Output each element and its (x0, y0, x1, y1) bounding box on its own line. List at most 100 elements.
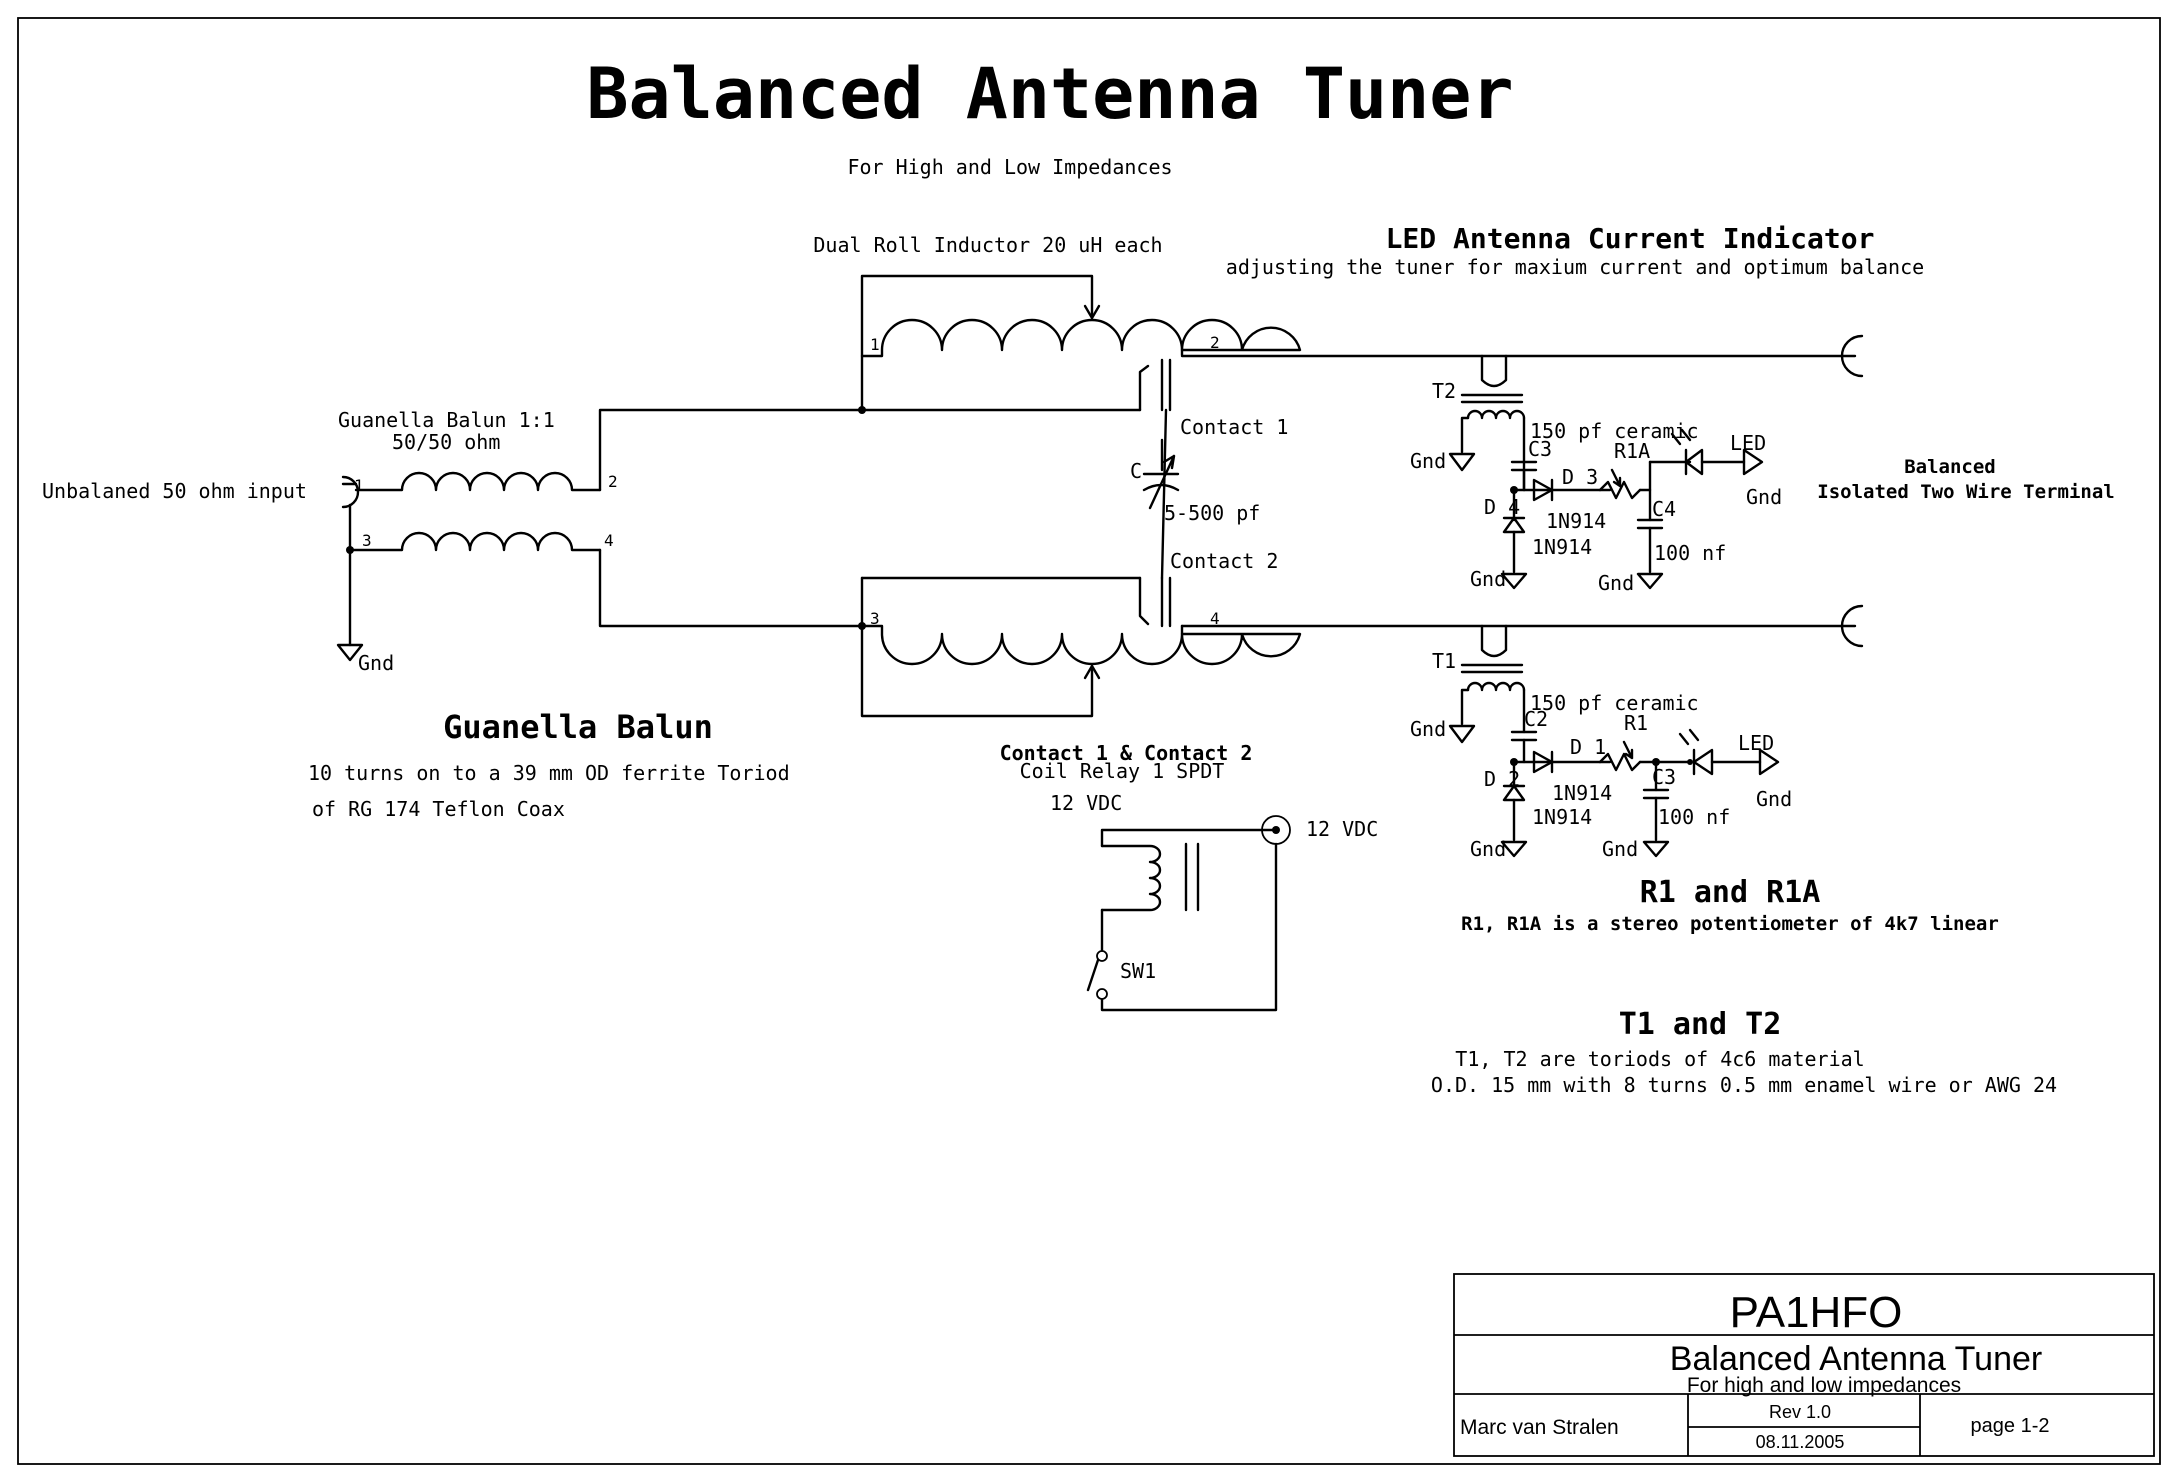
input-label: Unbalaned 50 ohm input (42, 479, 307, 503)
c4-label: C4 (1652, 497, 1676, 521)
c3-upper-cap-label: 150 pf ceramic (1530, 419, 1699, 443)
page-title: Balanced Antenna Tuner (586, 53, 1513, 135)
lower-led-label: LED (1738, 731, 1774, 755)
t1-primary-loop (1480, 624, 1508, 658)
d1-type: 1N914 (1552, 781, 1612, 805)
lower-roller-inductor (860, 624, 1302, 666)
t-notes-desc-2: O.D. 15 mm with 8 turns 0.5 mm enamel wi… (1431, 1073, 2057, 1097)
ground-symbol-c3-lower (1642, 840, 1670, 858)
d3-label: D 3 (1562, 465, 1598, 489)
ground-symbol-d2 (1500, 840, 1528, 858)
t2-primary-loop (1480, 354, 1508, 388)
balun-desc-1: 10 turns on to a 39 mm OD ferrite Toriod (308, 761, 790, 785)
t1-secondary (1466, 681, 1526, 692)
pin-label-4-inductor: 4 (1210, 609, 1220, 628)
output-terminal-bottom (1840, 604, 1864, 648)
d3-diode (1532, 478, 1554, 502)
lower-inductor-frame (860, 576, 1094, 718)
gnd-label-led-lower: Gnd (1756, 787, 1792, 811)
gnd-label-t2: Gnd (1410, 449, 1446, 473)
lower-wiper-arrow (1083, 664, 1101, 680)
terminal-label-1: Balanced (1904, 456, 1996, 478)
page-border (17, 17, 2161, 1465)
relay-title: Contact 1 & Contact 2 (1000, 741, 1253, 765)
upper-wiper-arrow (1083, 304, 1101, 320)
t-notes-desc-1: T1, T2 are toriods of 4c6 material (1455, 1047, 1864, 1071)
c2-label: C2 (1524, 707, 1548, 731)
r-notes-desc: R1, R1A is a stereo potentiometer of 4k7… (1461, 913, 1999, 935)
d1-label: D 1 (1570, 735, 1606, 759)
balun-desc-2: of RG 174 Teflon Coax (312, 797, 565, 821)
t1-label: T1 (1432, 649, 1456, 673)
t-notes-title: T1 and T2 (1619, 1007, 1782, 1042)
title-block-author: Marc van Stralen (1460, 1416, 1619, 1439)
r1-label: R1 (1624, 711, 1648, 735)
input-connector (341, 475, 360, 509)
title-block-subtitle: For high and low impedances (1687, 1374, 1961, 1397)
capacitor-variable-arrow (1148, 454, 1176, 510)
c3-lower-value: 100 nf (1658, 805, 1730, 829)
relay-vdc-right: 12 VDC (1306, 817, 1378, 841)
pin-label-3-balun: 3 (362, 531, 372, 550)
lower-led (1692, 748, 1714, 776)
c3-upper-label: C3 (1528, 437, 1552, 461)
inductor-label: Dual Roll Inductor 20 uH each (813, 233, 1162, 257)
c3-lower-label: C3 (1652, 765, 1676, 789)
capacitor-name: C (1130, 459, 1142, 483)
r1-potentiometer (1598, 752, 1642, 772)
balun-title: Guanella Balun (443, 708, 713, 746)
upper-inductor-frame (860, 274, 1094, 412)
t2-label: T2 (1432, 379, 1456, 403)
title-block (1453, 1273, 2155, 1457)
ground-symbol-d4 (1500, 572, 1528, 590)
sw1-switch (1086, 958, 1100, 992)
ground-symbol-led-lower (1758, 748, 1780, 776)
led-section-title: LED Antenna Current Indicator (1386, 222, 1875, 255)
contact-1-label: Contact 1 (1180, 415, 1288, 439)
gnd-label-d4: Gnd (1470, 567, 1506, 591)
c2-cap-label: 150 pf ceramic (1530, 691, 1699, 715)
d4-type: 1N914 (1532, 535, 1592, 559)
pin-label-1-inductor: 1 (870, 335, 880, 354)
balun-label-2: 50/50 ohm (392, 430, 500, 454)
ground-symbol-t2 (1448, 452, 1476, 472)
d3-type: 1N914 (1546, 509, 1606, 533)
ground-symbol-input (336, 643, 364, 662)
relay-subtitle: Coil Relay 1 SPDT (1020, 759, 1225, 783)
contact-2-label: Contact 2 (1170, 549, 1278, 573)
d1-diode (1532, 750, 1554, 774)
pin-label-3-inductor: 3 (870, 609, 880, 628)
pin-label-2-balun: 2 (608, 472, 618, 491)
title-block-date: 08.11.2005 (1756, 1432, 1845, 1452)
page-subtitle: For High and Low Impedances (847, 155, 1172, 179)
terminal-label-2: Isolated Two Wire Terminal (1817, 481, 2114, 503)
d2-type: 1N914 (1532, 805, 1592, 829)
c4-value: 100 nf (1654, 541, 1726, 565)
led-section-subtitle: adjusting the tuner for maxium current a… (1226, 255, 1924, 279)
pin-label-4-balun: 4 (604, 531, 614, 550)
sw1-label: SW1 (1120, 959, 1156, 983)
gnd-label-c3-lower: Gnd (1602, 837, 1638, 861)
ground-symbol-c4 (1636, 572, 1664, 590)
r-notes-title: R1 and R1A (1640, 875, 1821, 910)
balun-winding-top (354, 471, 602, 492)
d4-label: D 4 (1484, 495, 1520, 519)
balun-label-1: Guanella Balun 1:1 (338, 408, 555, 432)
gnd-label-input: Gnd (358, 651, 394, 675)
pin-label-2-inductor: 2 (1210, 333, 1220, 352)
upper-roller-inductor (860, 318, 1302, 358)
r1a-label: R1A (1614, 439, 1650, 463)
title-block-rev: Rev 1.0 (1769, 1402, 1831, 1422)
t2-secondary (1466, 409, 1526, 420)
title-block-callsign: PA1HFO (1730, 1288, 1903, 1337)
upper-led-label: LED (1730, 431, 1766, 455)
gnd-label-led-upper: Gnd (1746, 485, 1782, 509)
pin-label-1: 1 (354, 476, 364, 495)
gnd-label-t1: Gnd (1410, 717, 1446, 741)
ground-symbol-led-upper (1742, 448, 1764, 476)
relay-vdc-left: 12 VDC (1050, 791, 1122, 815)
gnd-label-d2: Gnd (1470, 837, 1506, 861)
balun-winding-bottom (348, 531, 602, 552)
r1a-potentiometer (1598, 480, 1642, 500)
